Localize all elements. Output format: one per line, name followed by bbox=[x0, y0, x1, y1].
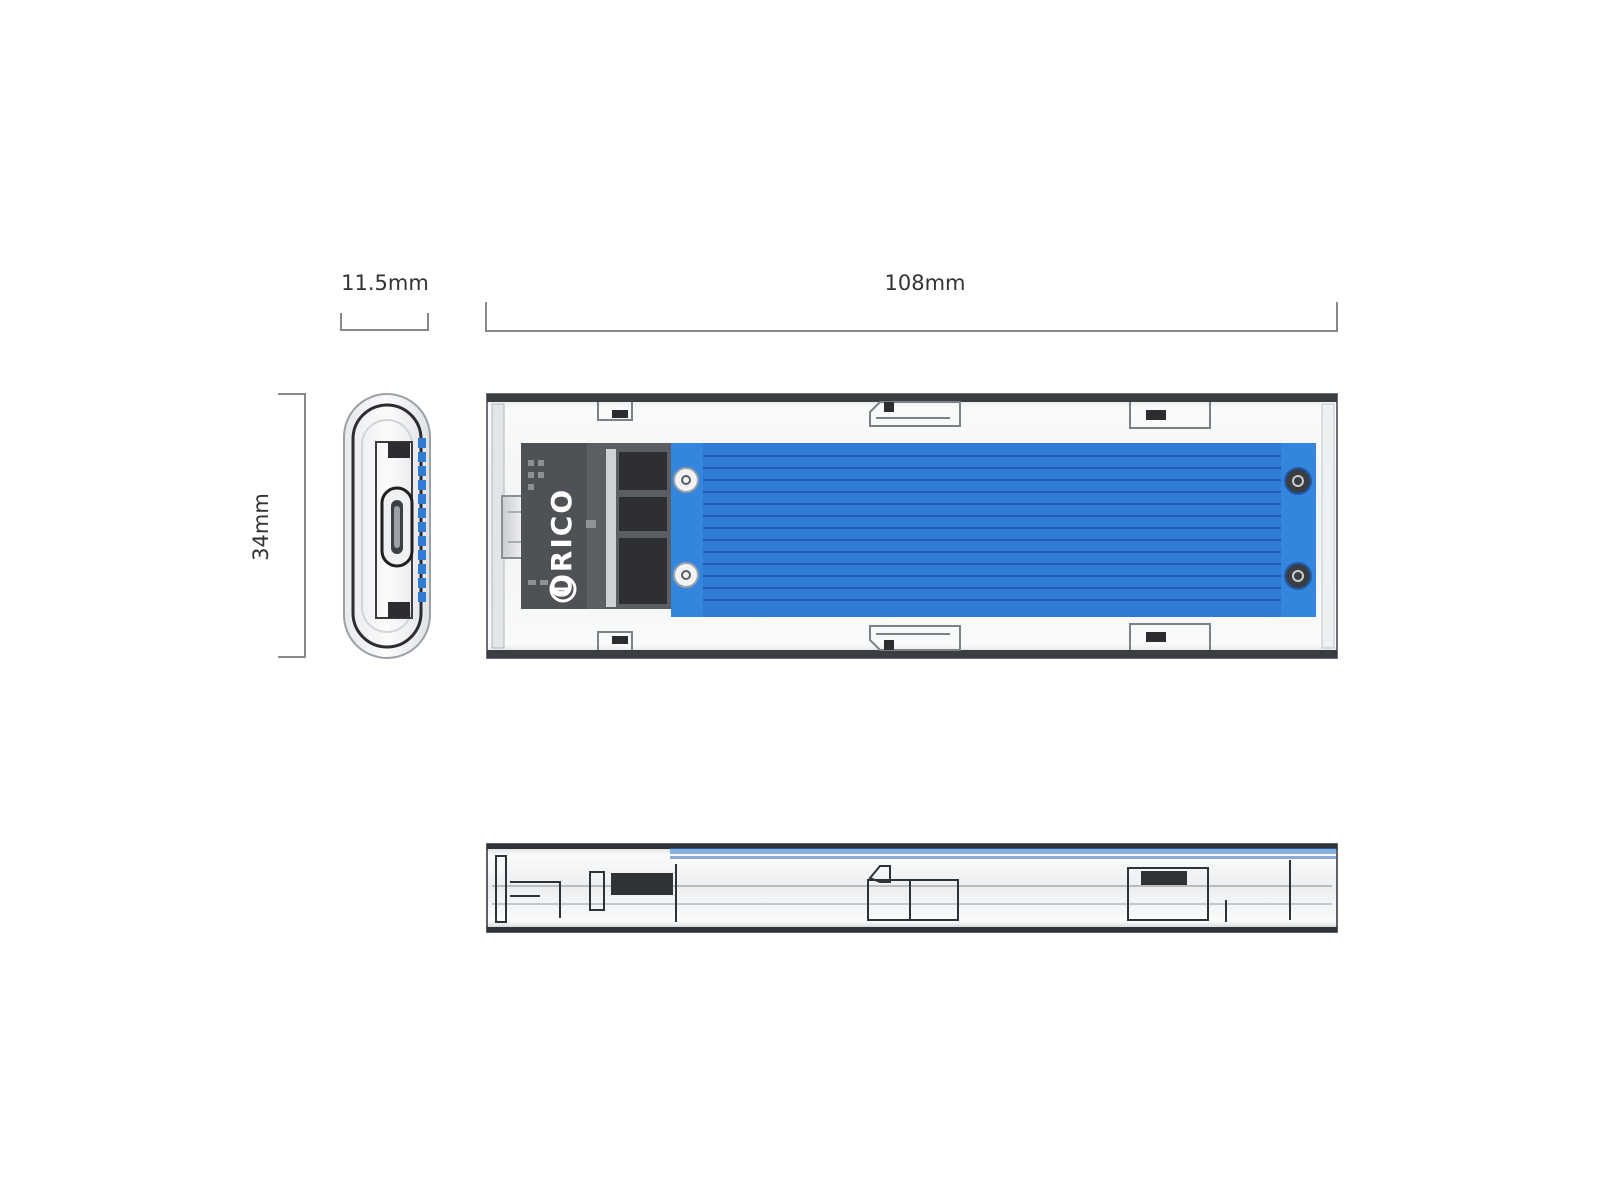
height-label: 34mm bbox=[249, 493, 273, 561]
m2-contact-block-bottom bbox=[619, 538, 667, 604]
pcb-board bbox=[521, 443, 671, 609]
heatsink-fins bbox=[703, 455, 1281, 601]
bottom-clips bbox=[597, 623, 1211, 651]
standoff-screw-icon bbox=[1284, 562, 1312, 590]
top-view-enclosure: ORICO bbox=[486, 393, 1338, 659]
m2-slot bbox=[606, 449, 616, 607]
standoff-screw-icon bbox=[1284, 467, 1312, 495]
width-label: 108mm bbox=[885, 271, 966, 295]
side-view-enclosure bbox=[486, 843, 1338, 933]
end-view-enclosure bbox=[343, 393, 431, 659]
top-view-top-rail bbox=[487, 394, 1337, 402]
side-view-heatsink-edge bbox=[670, 848, 1336, 854]
m2-contact-block-top bbox=[619, 452, 667, 490]
width-dimension-line bbox=[485, 302, 1338, 332]
heatsink bbox=[671, 443, 1316, 617]
height-dimension: 34mm bbox=[249, 393, 306, 658]
heatsink-screw-icon bbox=[673, 467, 699, 493]
end-view-heatsink-edge bbox=[418, 438, 426, 602]
thickness-dimension: 11.5mm bbox=[340, 271, 429, 331]
top-view-bottom-rail bbox=[487, 650, 1337, 658]
width-dimension: 108mm bbox=[485, 271, 1338, 332]
thickness-label: 11.5mm bbox=[341, 271, 429, 295]
heatsink-body bbox=[671, 443, 1316, 617]
thickness-dimension-line bbox=[340, 313, 429, 331]
orico-logo: ORICO bbox=[545, 488, 578, 603]
usb-c-port-icon bbox=[380, 486, 414, 568]
top-clips bbox=[597, 401, 1211, 429]
height-dimension-line bbox=[278, 393, 306, 658]
side-view-internal-parts bbox=[495, 855, 1291, 923]
orico-logo-mark bbox=[549, 575, 577, 603]
heatsink-screw-icon bbox=[673, 562, 699, 588]
m2-contact-block-middle bbox=[619, 497, 667, 531]
